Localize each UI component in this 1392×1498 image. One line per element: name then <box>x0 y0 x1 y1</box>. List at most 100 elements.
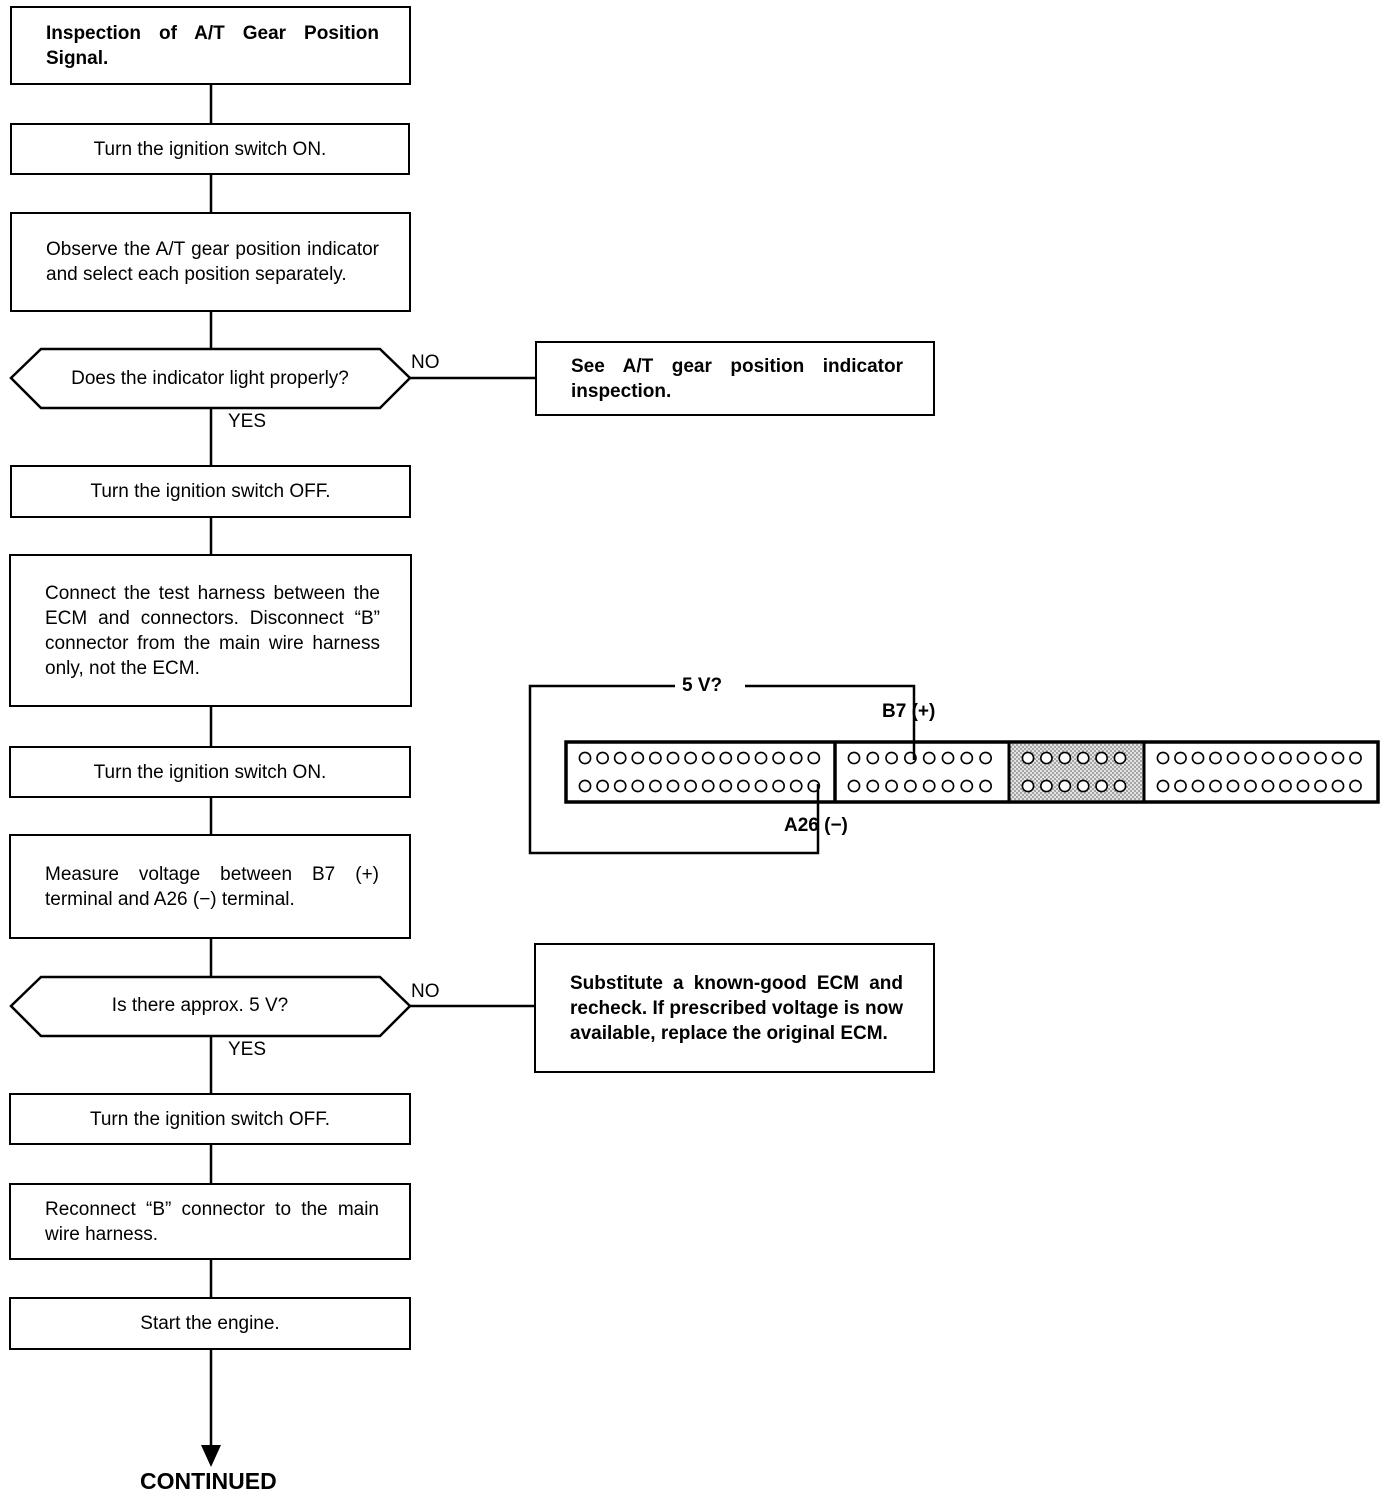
connector-pin <box>1113 779 1127 793</box>
step-reconnect: Reconnect “B” connector to the main wire… <box>9 1183 411 1260</box>
step-ignition-off-1-text: Turn the ignition switch OFF. <box>90 481 331 502</box>
step-start-engine: Start the engine. <box>9 1297 411 1350</box>
connector-pin <box>1021 751 1035 765</box>
connector-pin <box>719 779 733 793</box>
step-ignition-on-1: Turn the ignition switch ON. <box>10 123 410 175</box>
connector-pin <box>1314 779 1327 793</box>
step-ignition-on-1-text: Turn the ignition switch ON. <box>93 138 327 160</box>
connector-pin <box>684 751 697 765</box>
step-measure: Measure voltage between B7 (+) terminal … <box>9 834 411 939</box>
connector-pin <box>1076 779 1090 793</box>
yes-label-2: YES <box>228 1039 267 1060</box>
step-observe-text: Observe the A/T gear position indicator … <box>46 239 379 285</box>
connector-pin <box>1349 779 1362 793</box>
connector-pin <box>1226 751 1240 765</box>
connector-pin <box>1261 751 1275 765</box>
step-ignition-on-2-text: Turn the ignition switch ON. <box>93 761 327 783</box>
connector-pin <box>979 779 992 793</box>
connector-pin <box>666 779 680 793</box>
connector-pin <box>719 751 733 765</box>
connector-pin <box>979 751 992 765</box>
connector-pin <box>1058 779 1072 793</box>
decision-2-shape <box>9 975 412 1038</box>
connector-pin <box>1296 751 1310 765</box>
connector-pin <box>631 751 645 765</box>
connector-pin <box>1296 779 1310 793</box>
connector-pin <box>904 779 917 793</box>
connector-pin <box>613 751 627 765</box>
no-label-1: NO <box>411 352 440 373</box>
connector-pin <box>666 751 680 765</box>
connector-pin <box>754 779 768 793</box>
connector-pin <box>789 751 803 765</box>
connector-pin <box>1331 751 1345 765</box>
connector-pin <box>1191 751 1205 765</box>
connector-pin <box>1076 751 1090 765</box>
connector-pin <box>649 779 662 793</box>
step-measure-text: Measure voltage between B7 (+) terminal … <box>45 863 379 910</box>
no-action-1: See A/T gear position indicator inspecti… <box>535 341 935 416</box>
connector-pin <box>1349 751 1362 765</box>
connector-pin <box>631 779 645 793</box>
connector-pin <box>1174 751 1187 765</box>
connector-pin <box>1095 751 1108 765</box>
connector-pin <box>922 751 936 765</box>
connector-pin <box>807 751 821 765</box>
step-ignition-off-2-text: Turn the ignition switch OFF. <box>89 1108 331 1130</box>
connector-pin <box>1209 779 1222 793</box>
connector-pin <box>1040 751 1053 765</box>
connector-pin <box>1244 751 1257 765</box>
decision-1-text: Does the indicator light properly? <box>71 368 349 389</box>
decision-2-text: Is there approx. 5 V? <box>111 995 289 1016</box>
connector-pin <box>1021 779 1035 793</box>
connector-pin <box>613 779 627 793</box>
connector-pin <box>1191 779 1205 793</box>
connector-pin <box>789 779 803 793</box>
terminal-minus-label: A26 (−) <box>784 815 848 836</box>
connector-pin <box>1095 779 1108 793</box>
connector-pin <box>1156 751 1170 765</box>
no-action-2-text: Substitute a known-good ECM and recheck.… <box>570 972 903 1044</box>
connector-pin <box>1244 779 1257 793</box>
connector-pin <box>885 779 898 793</box>
connector-pin <box>1113 751 1127 765</box>
connector-pin <box>941 779 955 793</box>
step-observe: Observe the A/T gear position indicator … <box>10 212 411 312</box>
connector-pin <box>596 779 609 793</box>
connector-pin <box>1314 751 1327 765</box>
step-connect: Connect the test harness between the ECM… <box>9 554 412 707</box>
decision-1-shape <box>9 347 412 410</box>
voltage-label: 5 V? <box>682 675 723 696</box>
ecm-connector <box>564 740 1380 804</box>
connector-pin <box>596 751 609 765</box>
connector-pin <box>847 779 861 793</box>
connector-pin <box>701 779 715 793</box>
connector-pin <box>1331 779 1345 793</box>
step-start-text: Inspection of A/T Gear Position Signal. <box>46 22 379 69</box>
terminal-plus-label: B7 (+) <box>882 701 936 722</box>
connector-pin <box>885 751 898 765</box>
connector-pin <box>649 751 662 765</box>
connector-pin <box>754 751 768 765</box>
connector-pin <box>772 779 785 793</box>
no-label-2: NO <box>411 981 440 1002</box>
connector-pin <box>960 751 974 765</box>
continued-label: CONTINUED <box>140 1468 277 1494</box>
step-ignition-off-2: Turn the ignition switch OFF. <box>9 1093 411 1145</box>
no-action-1-text: See A/T gear position indicator inspecti… <box>571 355 903 402</box>
connector-pin <box>1226 779 1240 793</box>
connector-pin <box>578 751 592 765</box>
connector-pin <box>1209 751 1222 765</box>
connector-pin <box>1156 779 1170 793</box>
no-action-2: Substitute a known-good ECM and recheck.… <box>534 943 935 1073</box>
step-start: Inspection of A/T Gear Position Signal. <box>10 6 411 85</box>
connector-pin <box>578 779 592 793</box>
step-reconnect-text: Reconnect “B” connector to the main wire… <box>45 1198 379 1245</box>
connector-pin <box>922 779 936 793</box>
connector-pin <box>772 751 785 765</box>
connector-pin <box>1279 779 1292 793</box>
connector-pin <box>701 751 715 765</box>
step-connect-text: Connect the test harness between the ECM… <box>45 582 380 679</box>
connector-pin <box>960 779 974 793</box>
